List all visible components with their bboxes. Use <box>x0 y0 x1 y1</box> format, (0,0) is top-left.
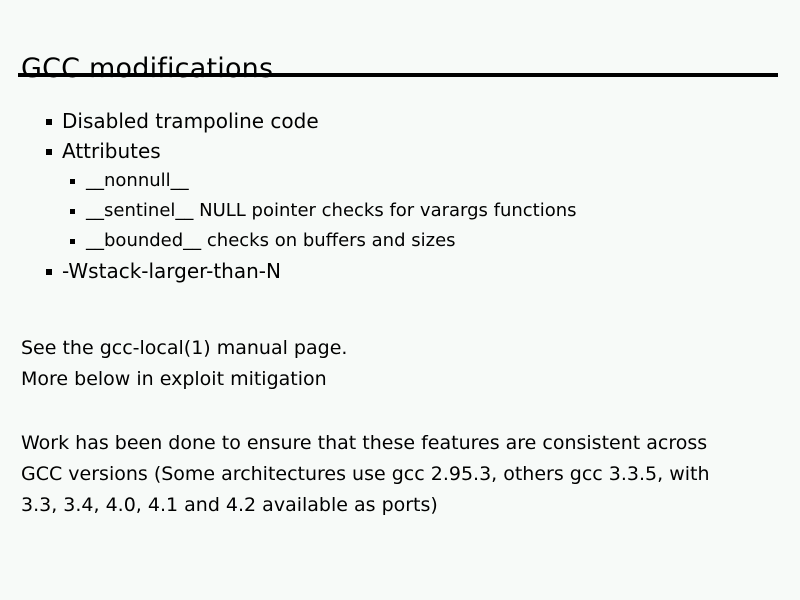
square-bullet-icon <box>46 119 52 125</box>
sub-bullet-label: __nonnull__ <box>86 170 189 191</box>
bullet-label: -Wstack-larger-than-N <box>62 259 281 283</box>
bullet-list: Disabled trampoline code Attributes __no… <box>0 106 800 286</box>
bullet-label: Disabled trampoline code <box>62 109 319 133</box>
sub-bullet-item-sentinel: __sentinel__ NULL pointer checks for var… <box>0 196 800 226</box>
bullet-item-disabled-trampoline-code: Disabled trampoline code <box>0 106 800 136</box>
square-sub-bullet-icon <box>70 239 75 244</box>
square-bullet-icon <box>46 149 52 155</box>
bullet-item-attributes: Attributes <box>0 136 800 166</box>
sub-bullet-item-bounded: __bounded__ checks on buffers and sizes <box>0 226 800 256</box>
bullet-label: Attributes <box>62 139 161 163</box>
paragraph-line: 3.3, 3.4, 4.0, 4.1 and 4.2 available as … <box>21 494 438 516</box>
title-underline-rule <box>18 73 778 77</box>
square-sub-bullet-icon <box>70 179 75 184</box>
slide-title: GCC modifications <box>21 53 274 85</box>
paragraph-line: See the gcc-local(1) manual page. <box>21 337 348 359</box>
paragraph-line: GCC versions (Some architectures use gcc… <box>21 463 710 485</box>
paragraph-line: More below in exploit mitigation <box>21 368 327 390</box>
sub-bullet-item-nonnull: __nonnull__ <box>0 166 800 196</box>
paragraph-gcc-versions-consistency: Work has been done to ensure that these … <box>21 428 771 521</box>
square-sub-bullet-icon <box>70 209 75 214</box>
paragraph-manual-page-reference: See the gcc-local(1) manual page. More b… <box>21 333 771 395</box>
bullet-item-wstack-larger-than-n: -Wstack-larger-than-N <box>0 256 800 286</box>
sub-bullet-label: __sentinel__ NULL pointer checks for var… <box>86 200 577 221</box>
sub-bullet-label: __bounded__ checks on buffers and sizes <box>86 230 456 251</box>
paragraph-line: Work has been done to ensure that these … <box>21 432 708 454</box>
square-bullet-icon <box>46 269 52 275</box>
